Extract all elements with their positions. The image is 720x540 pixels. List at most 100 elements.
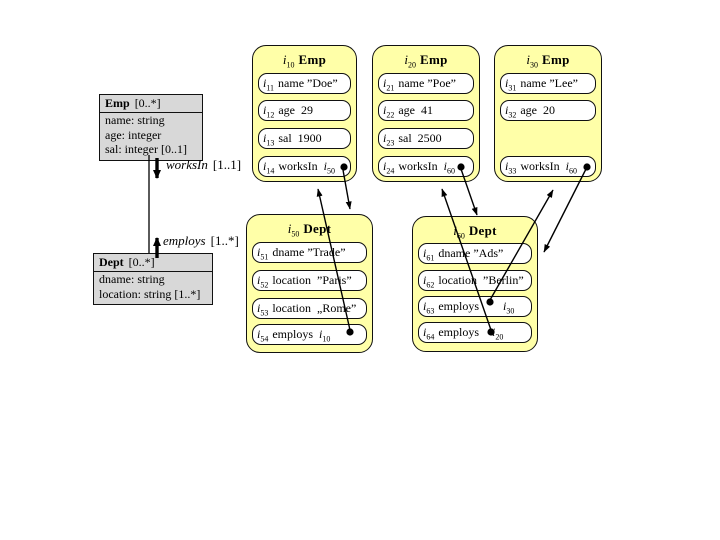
reference-id: i20: [492, 325, 504, 342]
association-multiplicity: [1..1]: [212, 157, 242, 172]
class-title-emp: Emp [0..*]: [100, 95, 202, 113]
reference-id: i60: [443, 159, 456, 176]
object-id: i30: [526, 52, 538, 70]
class-attribute: sal: integer [0..1]: [105, 142, 187, 156]
slot-text: location „Rome”: [272, 301, 357, 315]
slot-text: worksIn: [520, 159, 560, 173]
slot-text: worksIn: [398, 159, 438, 173]
class-title-dept: Dept [0..*]: [94, 254, 212, 272]
class-attribute: dname: string: [99, 272, 165, 286]
association-name: worksIn: [166, 157, 208, 172]
instance-type: Emp: [419, 52, 448, 67]
instance-type: Emp: [541, 52, 570, 67]
slot-id: i61: [423, 246, 435, 263]
slot-id: i11: [263, 76, 275, 93]
slot-text: worksIn: [278, 159, 318, 173]
slot-id: i52: [257, 273, 269, 290]
class-multiplicity: [0..*]: [128, 255, 155, 269]
instance-type: Dept: [303, 221, 332, 236]
slot-id: i62: [423, 273, 435, 290]
slot-id: i24: [383, 159, 395, 176]
object-id: i10: [282, 52, 295, 70]
association-label-employs: employs [1..*]: [163, 233, 239, 249]
slot-id: i53: [257, 301, 269, 318]
class-attribute: name: string: [105, 113, 165, 127]
class-attribute: age: integer: [105, 127, 162, 142]
slot-text: name ”Lee”: [520, 76, 578, 90]
slot-id: i54: [257, 327, 269, 344]
slot-text: sal 1900: [278, 131, 322, 145]
instance-type: Emp: [298, 52, 327, 67]
object-id: i60: [453, 223, 465, 241]
association-label-worksin: worksIn [1..1]: [166, 157, 241, 173]
slot-text: name ”Doe”: [278, 76, 338, 90]
slot-id: i23: [383, 131, 395, 148]
object-id: i50: [287, 221, 300, 239]
slot-text: age 29: [278, 103, 313, 117]
association-multiplicity: [1..*]: [210, 233, 239, 248]
object-id: i20: [404, 52, 416, 70]
slot-id: i14: [263, 159, 275, 176]
class-name: Emp: [105, 96, 130, 110]
slot-id: i31: [505, 76, 517, 93]
slot-id: i22: [383, 103, 395, 120]
class-box-emp: Emp [0..*] name: string age: integer sal:…: [99, 94, 203, 161]
slot-text: sal 2500: [398, 131, 442, 145]
slot-id: i33: [505, 159, 517, 176]
instance-type: Dept: [468, 223, 497, 238]
slot-text: dname ”Trade”: [272, 245, 346, 259]
class-name: Dept: [99, 255, 124, 269]
slot-id: i64: [423, 325, 435, 342]
reference-id: i60: [565, 159, 578, 176]
class-attribute: location: string [1..*]: [99, 286, 201, 301]
association-name: employs: [163, 233, 206, 248]
class-box-dept: Dept [0..*] dname: string location: strin…: [93, 253, 213, 305]
slot-id: i13: [263, 131, 275, 148]
slot-text: employs: [272, 327, 314, 341]
slot-text: location ”Berlin”: [438, 273, 524, 287]
slot-id: i63: [423, 299, 435, 316]
slot-text: name ”Poe”: [398, 76, 456, 90]
slot-id: i12: [263, 103, 275, 120]
slot-text: employs: [438, 299, 480, 313]
slot-text: location ”Paris”: [272, 273, 352, 287]
reference-id: i10: [319, 327, 331, 344]
class-multiplicity: [0..*]: [134, 96, 161, 110]
slot-text: employs: [438, 325, 480, 339]
reference-id: i50: [323, 159, 336, 176]
slot-text: age 41: [398, 103, 433, 117]
slot-id: i32: [505, 103, 517, 120]
slot-id: i51: [257, 245, 269, 262]
slot-text: dname ”Ads”: [438, 246, 504, 260]
slot-id: i21: [383, 76, 395, 93]
